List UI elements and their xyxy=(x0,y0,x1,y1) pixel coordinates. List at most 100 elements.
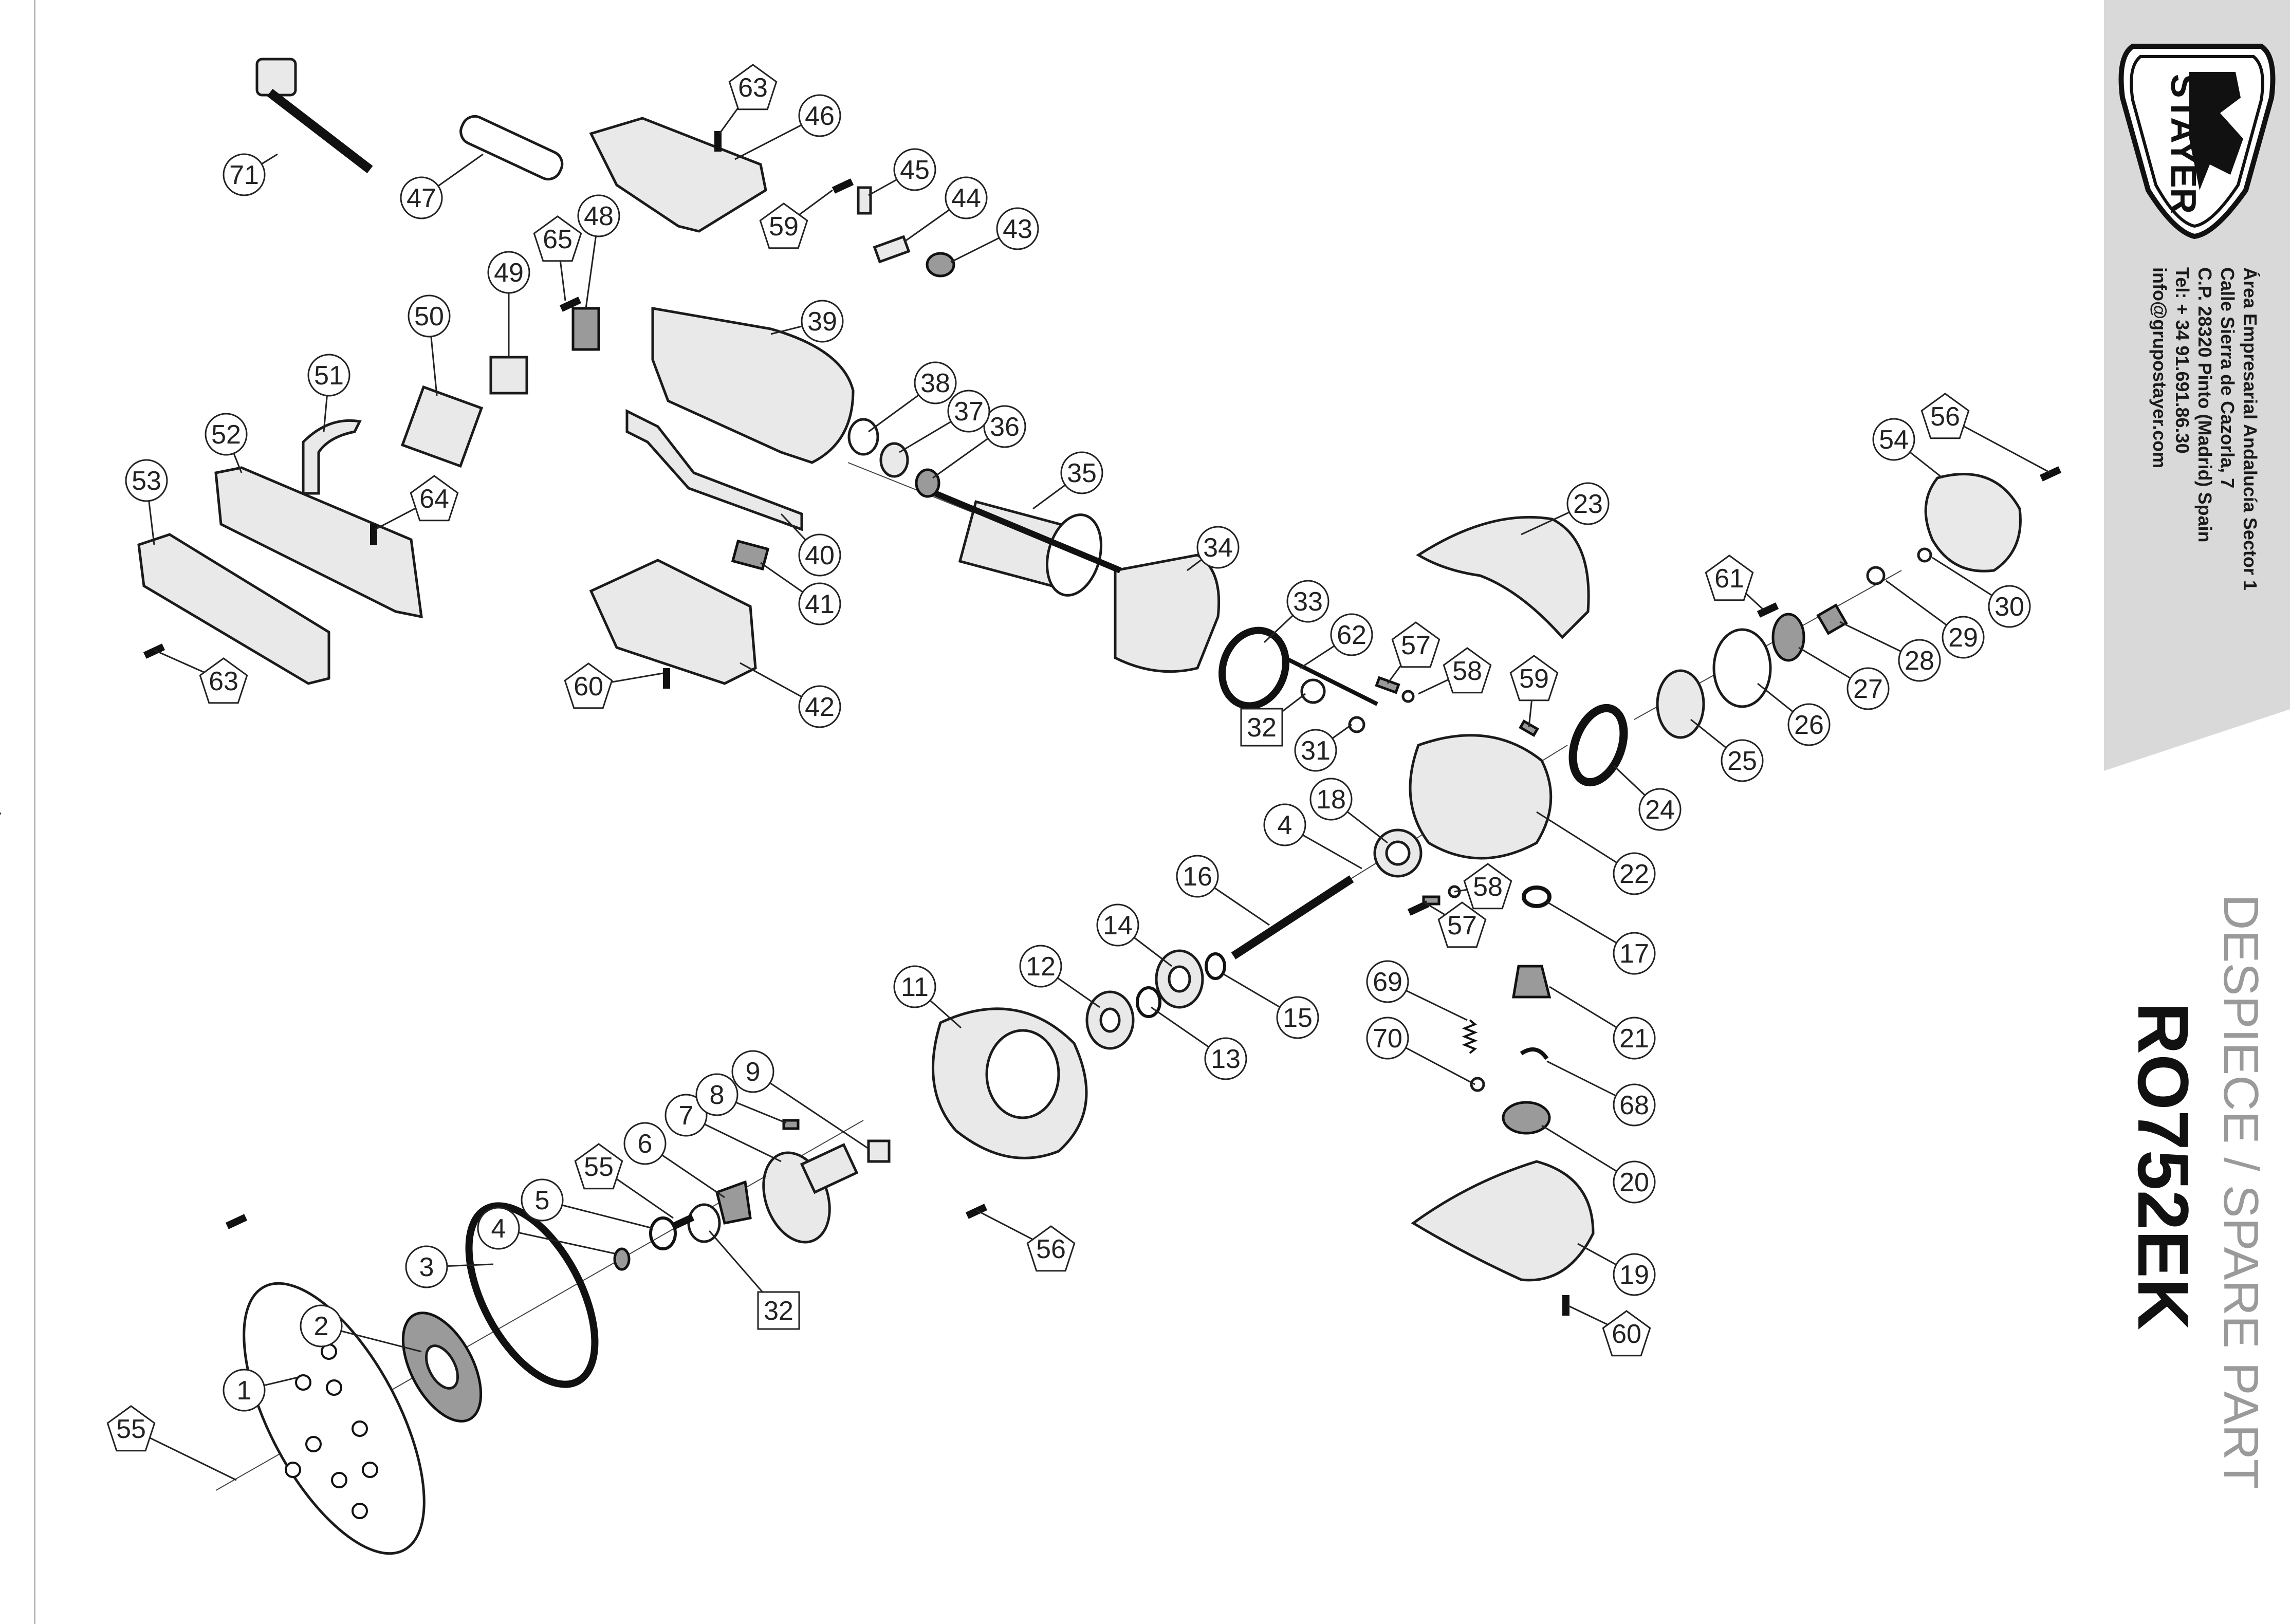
part-callout-53: 53 xyxy=(125,459,168,545)
callout-number: 16 xyxy=(1183,862,1212,892)
callout-number: 7 xyxy=(679,1101,694,1131)
callout-number: 27 xyxy=(1853,674,1883,704)
callout-number: 32 xyxy=(764,1296,793,1326)
callout-badge xyxy=(521,1178,564,1222)
callout-badge xyxy=(1330,613,1373,656)
callout-badge xyxy=(695,1073,738,1116)
part-callout-43: 43 xyxy=(950,207,1039,263)
callout-badge xyxy=(1787,703,1831,746)
logo-text: STAYER xyxy=(2164,74,2204,214)
part-callout-29: 29 xyxy=(1886,580,1985,659)
part-callout-33: 33 xyxy=(1263,580,1329,643)
callout-number: 38 xyxy=(920,368,950,398)
callout-number: 56 xyxy=(1930,402,1960,432)
callout-number: 69 xyxy=(1373,967,1402,997)
callout-badge xyxy=(410,475,459,522)
callout-number: 8 xyxy=(710,1080,725,1110)
callout-badge xyxy=(759,202,808,249)
callout-number: 58 xyxy=(1452,656,1482,686)
part-callout-14: 14 xyxy=(1096,903,1172,967)
callout-number: 71 xyxy=(229,160,259,190)
part-callout-37: 37 xyxy=(899,390,990,453)
part-callout-58: 58 xyxy=(1418,647,1492,695)
callout-number: 51 xyxy=(314,361,344,391)
part-callout-31: 31 xyxy=(1294,724,1352,772)
part-callout-27: 27 xyxy=(1798,647,1890,710)
callout-number: 32 xyxy=(1247,713,1277,743)
callout-badge xyxy=(798,685,841,728)
part-callout-70: 70 xyxy=(1366,1017,1475,1085)
callout-badge xyxy=(1613,1017,1656,1060)
callout-number: 47 xyxy=(407,183,436,213)
callout-number: 5 xyxy=(535,1186,550,1215)
callout-badge xyxy=(1019,945,1062,988)
callout-number: 33 xyxy=(1293,587,1323,617)
callout-badge xyxy=(400,176,443,219)
callout-number: 39 xyxy=(807,307,837,337)
callout-number: 34 xyxy=(1203,533,1233,563)
part-callouts: 1234456789111213141516171819202122232425… xyxy=(106,64,2051,1481)
part-callout-59: 59 xyxy=(1509,655,1559,728)
callout-badge xyxy=(1196,526,1240,569)
callout-badge xyxy=(1613,1253,1656,1296)
callout-number: 60 xyxy=(1612,1319,1641,1349)
parts-drawings xyxy=(137,58,2062,1555)
part-callout-6: 6 xyxy=(623,1122,725,1198)
leader-line xyxy=(752,1071,869,1150)
callout-number: 68 xyxy=(1619,1091,1649,1120)
part-callout-49: 49 xyxy=(487,251,530,357)
callout-number: 62 xyxy=(1337,620,1366,650)
part-callout-52: 52 xyxy=(205,413,248,473)
callout-badge xyxy=(1613,1083,1656,1127)
callout-badge xyxy=(1309,778,1353,821)
part-callout-57: 57 xyxy=(1387,621,1441,684)
callout-badge xyxy=(1366,960,1409,1003)
part-callout-19: 19 xyxy=(1577,1243,1656,1296)
callout-badge xyxy=(300,1304,343,1348)
callout-number: 24 xyxy=(1645,795,1675,825)
callout-number: 49 xyxy=(494,258,524,288)
callout-number: 36 xyxy=(990,412,1020,442)
callout-badge xyxy=(199,657,248,704)
callout-badge xyxy=(1240,708,1283,747)
callout-number: 55 xyxy=(584,1152,614,1182)
part-callout-2: 2 xyxy=(300,1304,422,1353)
callout-number: 45 xyxy=(900,155,930,185)
part-callout-9: 9 xyxy=(731,1050,869,1150)
callout-number: 43 xyxy=(1003,214,1032,244)
callout-number: 46 xyxy=(805,101,835,131)
part-callout-20: 20 xyxy=(1541,1124,1656,1204)
callout-number: 35 xyxy=(1067,458,1097,488)
callout-number: 22 xyxy=(1619,859,1649,889)
part-callout-30: 30 xyxy=(1932,557,2031,628)
callout-badge xyxy=(1026,1225,1076,1272)
part-callout-34: 34 xyxy=(1187,526,1240,571)
callout-badge xyxy=(533,215,582,262)
part-callout-62: 62 xyxy=(1300,613,1373,669)
part-callout-68: 68 xyxy=(1546,1060,1656,1127)
part-callout-44: 44 xyxy=(904,176,988,243)
callout-badge xyxy=(1705,555,1754,601)
part-callout-63: 63 xyxy=(718,64,778,134)
callout-number: 41 xyxy=(805,589,835,619)
callout-number: 29 xyxy=(1948,623,1978,653)
callout-badge xyxy=(893,148,936,191)
part-callout-48: 48 xyxy=(577,194,620,309)
stayer-logo: STAYER xyxy=(2118,44,2276,239)
callout-badge xyxy=(577,194,620,237)
callout-badge xyxy=(1176,855,1219,898)
callout-number: 57 xyxy=(1447,911,1477,940)
part-callout-32: 32 xyxy=(708,1230,800,1330)
callout-badge xyxy=(1920,393,1970,439)
callout-number: 23 xyxy=(1573,489,1603,519)
callout-badge xyxy=(487,251,530,294)
part-callout-55: 55 xyxy=(106,1405,237,1481)
callout-badge xyxy=(223,153,266,196)
part-callout-21: 21 xyxy=(1549,986,1656,1060)
callout-number: 31 xyxy=(1301,736,1331,766)
callout-number: 15 xyxy=(1283,1003,1313,1033)
callout-number: 57 xyxy=(1401,631,1431,660)
callout-badge xyxy=(1263,803,1306,846)
callout-badge xyxy=(728,64,778,110)
callout-number: 6 xyxy=(638,1129,653,1159)
